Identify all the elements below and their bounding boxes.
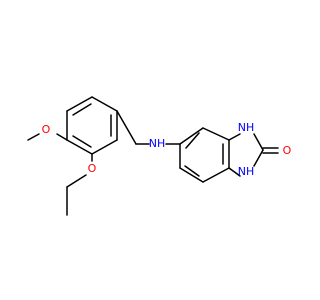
bond (184, 165, 200, 177)
bond (91, 96, 118, 112)
bond (72, 135, 92, 148)
bonds (27, 96, 279, 216)
bond (91, 139, 118, 155)
bond (66, 174, 87, 188)
bond (27, 133, 40, 141)
bond (116, 110, 137, 145)
bond (228, 167, 241, 177)
bond (72, 103, 92, 116)
bond (253, 133, 264, 151)
nh-ring-bottom-label: NH (238, 165, 255, 178)
bond (253, 149, 264, 167)
bond (228, 133, 241, 141)
bond (179, 167, 204, 183)
atom-labels: NH O O NH NH O (42, 121, 292, 178)
o-ethoxy-label: O (88, 162, 97, 175)
bond (56, 133, 68, 141)
bond (66, 96, 93, 112)
molecule-diagram: NH O O NH NH O (27, 96, 292, 216)
structure-svg: NH O O NH NH O (27, 96, 292, 216)
bond (202, 127, 230, 141)
bond (185, 132, 200, 149)
bond (179, 127, 204, 145)
o-methoxy-label: O (42, 123, 51, 136)
bond (66, 139, 93, 155)
nh-ring-top-label: NH (238, 121, 255, 134)
o-carbonyl-label: O (283, 144, 292, 157)
bond (202, 167, 230, 183)
nh-linker-label: NH (149, 137, 166, 150)
